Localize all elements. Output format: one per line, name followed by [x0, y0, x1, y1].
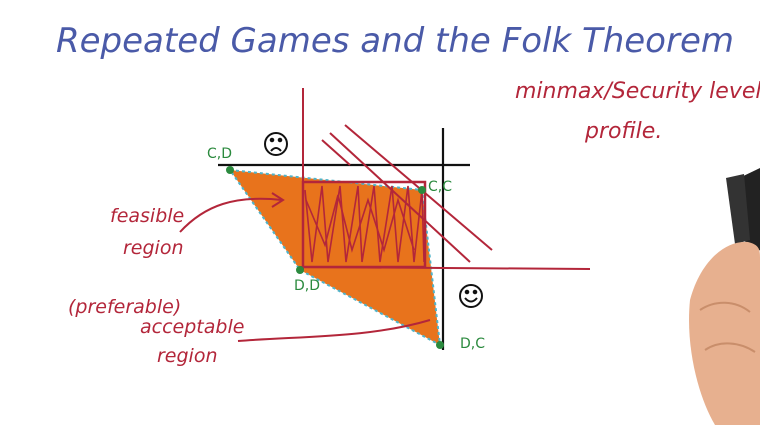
minmax-note-line1: minmax/Security level	[515, 79, 760, 104]
feasible-label-line2: region	[123, 237, 184, 259]
point-cc	[418, 186, 426, 194]
outcome-points	[226, 166, 444, 349]
minmax-lines	[299, 88, 591, 270]
acceptable-hatching	[304, 185, 425, 263]
point-label-dd: D,D	[294, 278, 320, 294]
acceptable-label-line1: acceptable	[140, 316, 244, 338]
point-label-cd: C,D	[207, 146, 232, 162]
axes	[218, 128, 470, 350]
acceptable-label-line2: region	[157, 345, 218, 367]
point-label-cc: C,C	[428, 179, 452, 195]
hand-with-pen-icon	[689, 168, 760, 425]
point-cd	[226, 166, 234, 174]
minmax-note-line2: profile.	[584, 119, 662, 144]
page-title: Repeated Games and the Folk Theorem	[56, 21, 734, 61]
frowning-face-icon	[264, 132, 288, 156]
point-dd	[296, 266, 304, 274]
pointer-arrows	[179, 192, 431, 342]
point-dc	[436, 341, 444, 349]
point-label-dc: D,C	[460, 336, 485, 352]
feasible-arrow	[179, 197, 283, 233]
smiling-face-icon	[459, 284, 483, 308]
preferable-label: (preferable)	[68, 296, 181, 318]
acceptable-arrow	[237, 319, 431, 342]
feasible-label-line1: feasible	[110, 205, 184, 227]
